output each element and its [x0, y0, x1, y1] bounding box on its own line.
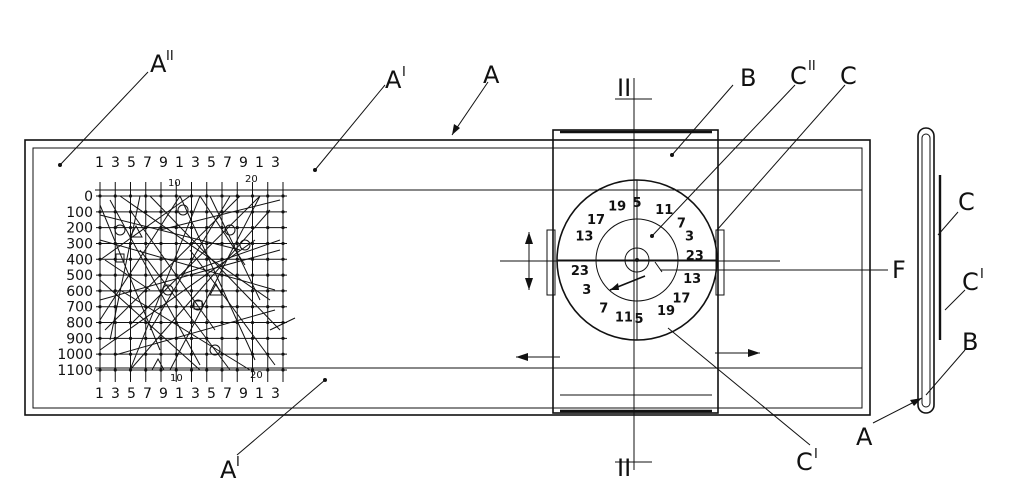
scale-number: 3: [271, 386, 280, 402]
label-a-top: A: [483, 61, 500, 89]
dial-outer-number: 7: [677, 217, 686, 232]
label-a-double-sup: II: [166, 49, 174, 64]
dial-inner-number: 7: [599, 302, 608, 317]
scale-number: 7: [223, 155, 232, 171]
label-c-prime-bottom-sup: I: [814, 447, 818, 462]
row-scale-number: 1000: [57, 347, 93, 363]
scale-number: 5: [127, 155, 136, 171]
scale-number: 9: [239, 155, 248, 171]
motion-arrows: [510, 232, 760, 361]
row-scale-number: 200: [66, 221, 93, 237]
dial-outer-number: 23: [686, 249, 704, 264]
row-scale-number: 700: [66, 300, 93, 316]
row-scale-number: 1100: [57, 363, 93, 379]
row-scale-number: 900: [66, 331, 93, 347]
label-a-double: A: [150, 50, 167, 78]
scale-number: 3: [271, 155, 280, 171]
label-a-side: A: [856, 423, 873, 451]
dial-outer-number: 5: [632, 196, 641, 211]
scale-number: 5: [207, 386, 216, 402]
row-scale-number: 0: [84, 189, 93, 205]
plate-body: [24, 139, 871, 416]
scale-number: 9: [159, 386, 168, 402]
dial-outer-number: 3: [685, 229, 694, 244]
scale-number: 1: [95, 155, 104, 171]
dial-outer-number: 13: [575, 229, 593, 244]
dial-inner-number: 11: [615, 311, 633, 326]
scale-number: 3: [191, 155, 200, 171]
row-scale-number: 400: [66, 252, 93, 268]
scale-number: 7: [143, 155, 152, 171]
dial-inner-number: 13: [683, 272, 701, 287]
label-f: F: [892, 256, 906, 284]
label-b-top: B: [740, 64, 756, 92]
label-c-double: C: [790, 62, 807, 90]
scale-number: 1: [255, 155, 264, 171]
grid-diagonals: [99, 195, 296, 371]
dial-inner-number: 17: [672, 291, 690, 306]
dial-inner-number: 19: [657, 304, 675, 319]
top-tick-10: 10: [168, 178, 181, 189]
scale-number: 1: [95, 386, 104, 402]
dial-inner-number: 5: [635, 312, 644, 327]
scale-number: 3: [111, 155, 120, 171]
top-tick-20: 20: [245, 174, 258, 185]
label-c-double-sup: II: [808, 59, 816, 74]
dial-outer-number: 11: [655, 203, 673, 218]
side-view: [917, 127, 942, 414]
scale-number: 9: [239, 386, 248, 402]
scale-number: 7: [223, 386, 232, 402]
dial-inner-number: 23: [571, 264, 589, 279]
row-scale-number: 100: [66, 205, 93, 221]
scale-number: 5: [127, 386, 136, 402]
scale-number: 1: [255, 386, 264, 402]
dial-outer-number: 17: [587, 213, 605, 228]
bottom-tick-10: 10: [170, 373, 183, 384]
row-scale-number: 300: [66, 236, 93, 252]
dial-inner-number: 3: [582, 283, 591, 298]
row-scale-number: 500: [66, 268, 93, 284]
label-a-prime-top-sup: I: [402, 65, 406, 80]
label-c-prime-side: C: [962, 268, 979, 296]
dial-c: [556, 179, 718, 341]
label-c-prime-bottom: C: [796, 448, 813, 476]
row-scale-number: 600: [66, 284, 93, 300]
label-b-side: B: [962, 328, 978, 356]
label-section-top: II: [617, 74, 631, 102]
row-scale-number: 800: [66, 316, 93, 332]
slider-b: [546, 129, 725, 414]
scale-number: 5: [207, 155, 216, 171]
scale-number: 7: [143, 386, 152, 402]
leader-lines: [58, 71, 966, 456]
scale-number: 1: [175, 155, 184, 171]
scale-number: 3: [191, 386, 200, 402]
label-c-side: C: [958, 188, 975, 216]
label-a-prime-top: A: [385, 66, 402, 94]
label-c-top: C: [840, 62, 857, 90]
label-section-bottom: II: [617, 454, 631, 482]
label-c-prime-side-sup: I: [980, 267, 984, 282]
label-a-prime-bottom-sup: I: [236, 455, 240, 470]
dial-outer-number: 19: [608, 199, 626, 214]
label-a-prime-bottom: A: [220, 456, 237, 484]
scale-number: 1: [175, 386, 184, 402]
scale-number: 3: [111, 386, 120, 402]
bottom-tick-20: 20: [250, 370, 263, 381]
scale-number: 9: [159, 155, 168, 171]
